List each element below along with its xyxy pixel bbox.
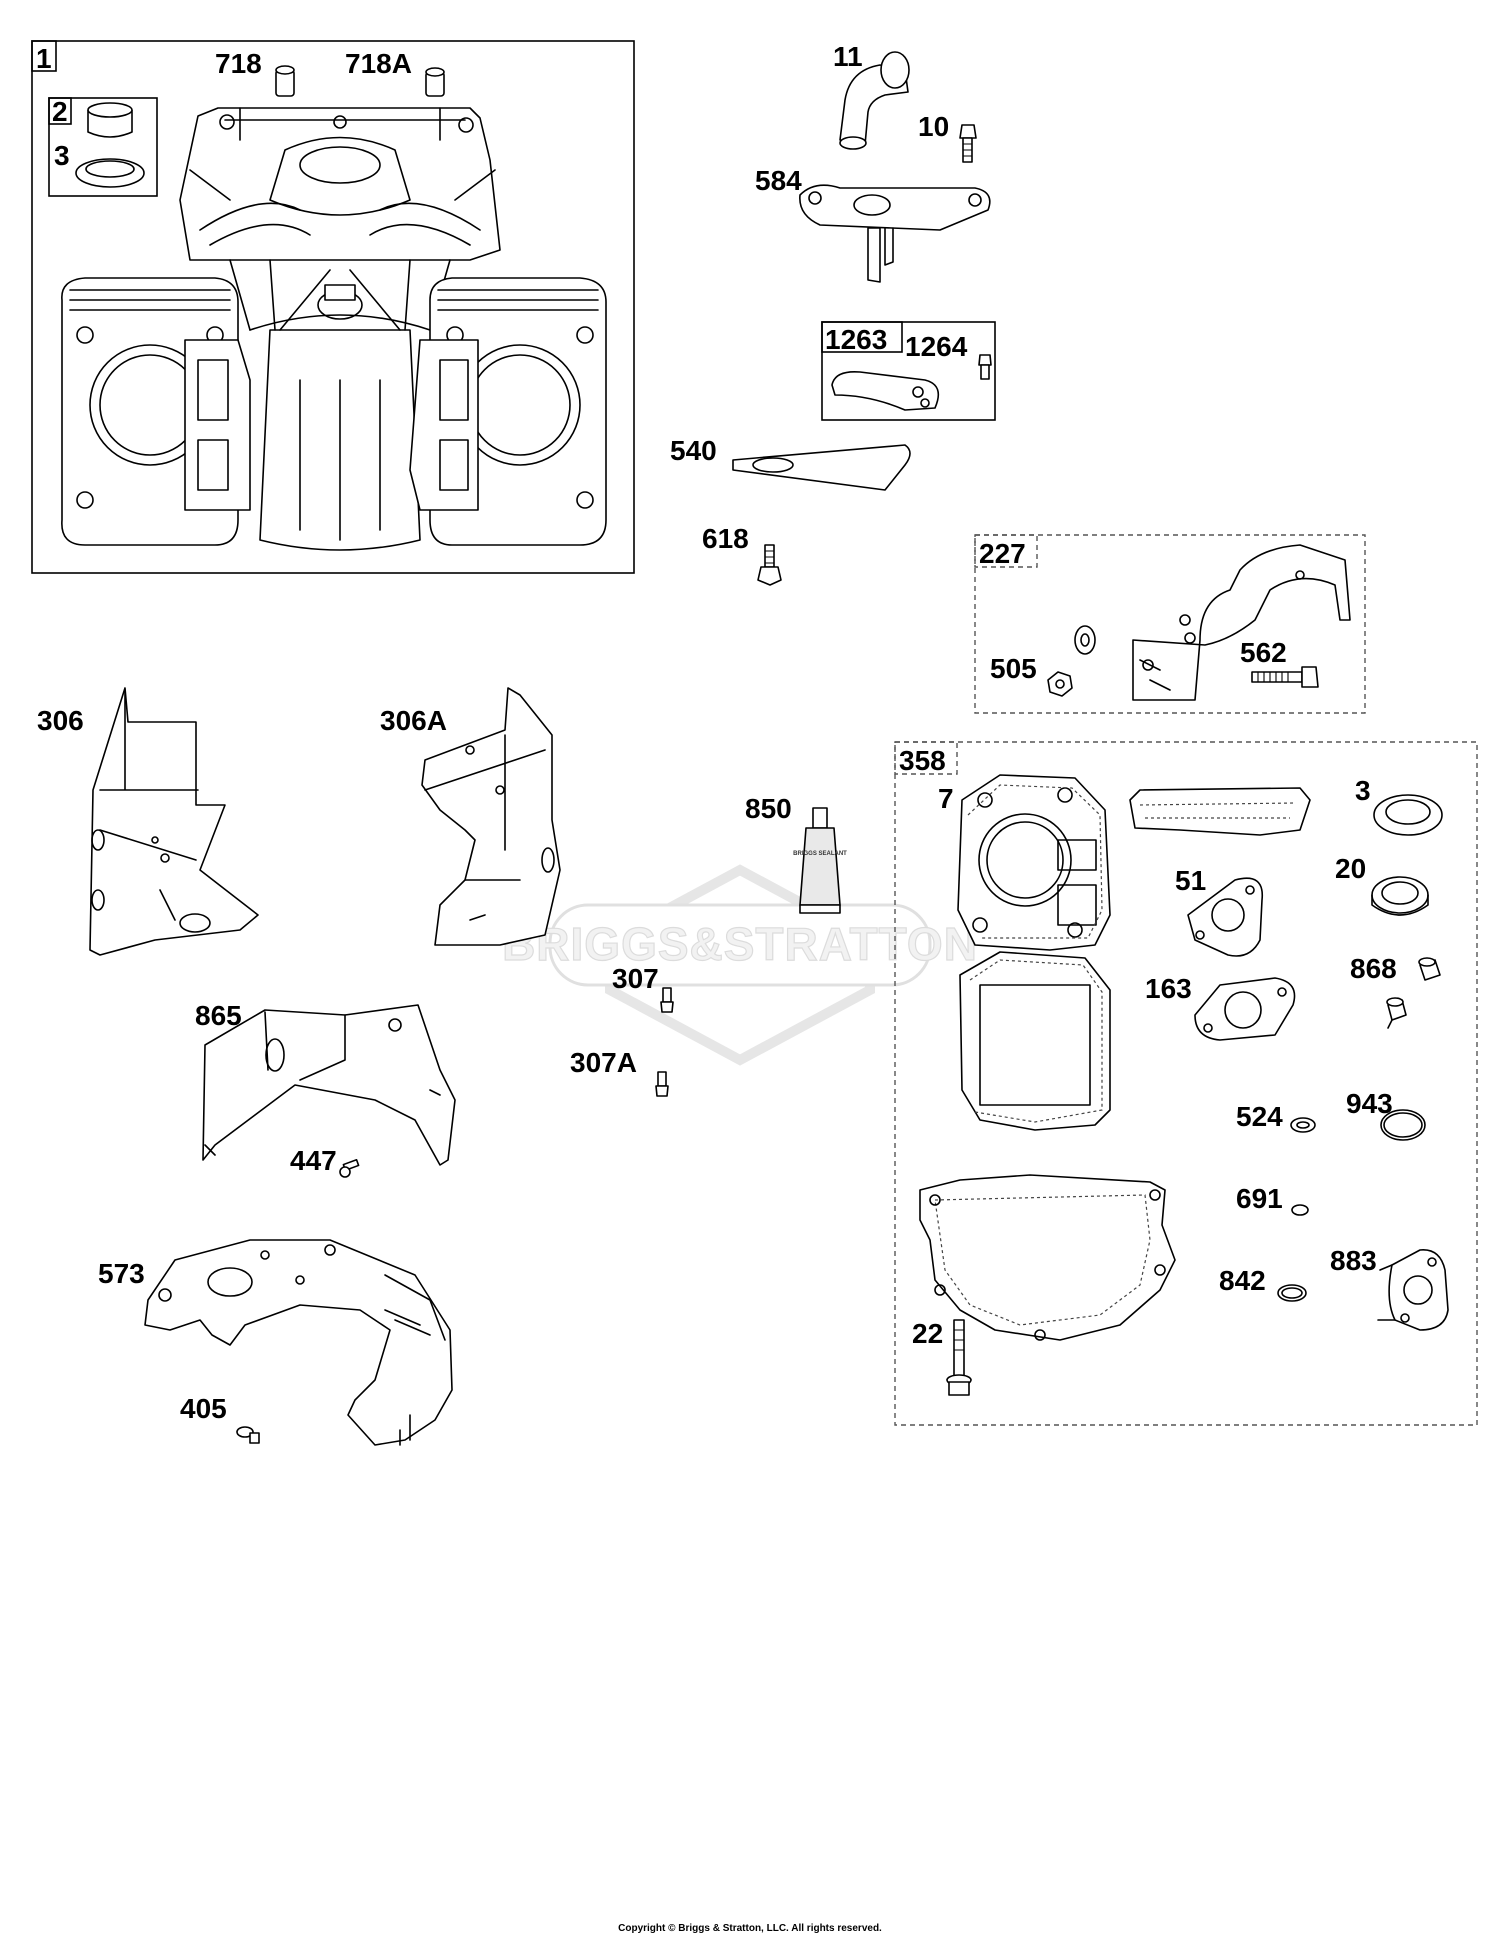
- screw-1264: [978, 354, 992, 380]
- group-1263-breather-valve: 1263 1264: [821, 321, 996, 421]
- callout-20[interactable]: 20: [1335, 853, 1366, 884]
- callout-307A[interactable]: 307A: [570, 1047, 637, 1078]
- callout-2[interactable]: 2: [52, 96, 68, 127]
- intake-gasket-51: [1187, 877, 1264, 957]
- subgroup-2-tag: [48, 97, 72, 125]
- reed-valve-1263: [831, 370, 940, 411]
- air-guide-865: [202, 1004, 456, 1166]
- dowel-pin-718A: [425, 67, 445, 97]
- oil-seal-3: [1373, 794, 1443, 836]
- callout-883[interactable]: 883: [1330, 1245, 1377, 1276]
- callout-10[interactable]: 10: [918, 111, 949, 142]
- callout-358[interactable]: 358: [899, 745, 946, 776]
- copyright-notice: Copyright © Briggs & Stratton, LLC. All …: [618, 1923, 882, 1934]
- group-358-gasket-set: 358 7 3 20: [894, 741, 1478, 1426]
- screw-307: [660, 987, 674, 1013]
- group-227-tag: [974, 534, 1038, 568]
- governor-lever-227: [1132, 544, 1351, 701]
- callout-943[interactable]: 943: [1346, 1088, 1393, 1119]
- carburetor-gasket-163: [1194, 977, 1296, 1041]
- breather-plate-584: [799, 184, 991, 283]
- group-227-border: [974, 534, 1366, 714]
- watermark-text: BRIGGS&STRATTON: [502, 918, 978, 970]
- group-358-tag: [894, 741, 958, 775]
- exhaust-gasket-883: [1377, 1249, 1449, 1331]
- group-1-border: [31, 40, 635, 574]
- gasket-540: [732, 444, 911, 491]
- callout-447[interactable]: 447: [290, 1145, 337, 1176]
- dowel-pin-718: [275, 65, 295, 97]
- callout-306[interactable]: 306: [37, 705, 84, 736]
- head-gasket-7: [957, 774, 1111, 951]
- dowel-bolt-22: [946, 1319, 972, 1396]
- callout-11[interactable]: 11: [833, 41, 863, 72]
- callout-562[interactable]: 562: [1240, 637, 1287, 668]
- cylinder-baffle-306A: [421, 687, 561, 946]
- callout-405[interactable]: 405: [180, 1393, 227, 1424]
- breather-gasket: [1129, 787, 1311, 836]
- valve-cover-gasket: [959, 951, 1111, 1131]
- callout-1[interactable]: 1: [36, 43, 52, 74]
- bolt-562: [1251, 666, 1319, 688]
- callout-865[interactable]: 865: [195, 1000, 242, 1031]
- oil-seal-20: [1371, 876, 1429, 916]
- callout-842[interactable]: 842: [1219, 1265, 1266, 1296]
- oil-seal-3: [75, 158, 145, 188]
- breather-tube-11: [839, 51, 910, 150]
- callout-505[interactable]: 505: [990, 653, 1037, 684]
- callout-3[interactable]: 3: [54, 140, 70, 171]
- callout-1264[interactable]: 1264: [905, 331, 968, 362]
- callout-584[interactable]: 584: [755, 165, 802, 196]
- callout-850[interactable]: 850: [745, 793, 792, 824]
- flywheel-shroud-573: [144, 1239, 453, 1446]
- group-1263-border: [821, 321, 996, 421]
- screw-618: [757, 544, 782, 586]
- screw-405: [236, 1426, 260, 1444]
- callout-540[interactable]: 540: [670, 435, 717, 466]
- callout-618[interactable]: 618: [702, 523, 749, 554]
- washer-691: [1291, 1204, 1309, 1216]
- callout-718[interactable]: 718: [215, 48, 262, 79]
- group-1-tag: [31, 40, 57, 72]
- screw-307A: [655, 1071, 669, 1097]
- callout-163[interactable]: 163: [1145, 973, 1192, 1004]
- bushing-2: [87, 102, 133, 138]
- callout-3-seal[interactable]: 3: [1355, 775, 1371, 806]
- callout-51[interactable]: 51: [1175, 865, 1206, 896]
- callout-22[interactable]: 22: [912, 1318, 943, 1349]
- screw-447: [339, 1158, 360, 1178]
- cylinder-baffle-306: [89, 687, 259, 956]
- group-1263-tag: [821, 321, 903, 353]
- callout-227[interactable]: 227: [979, 538, 1026, 569]
- callout-718A[interactable]: 718A: [345, 48, 412, 79]
- sealant-tube-850: BRIGGS SEALANT: [793, 807, 847, 914]
- sealant-tube-label: BRIGGS SEALANT: [793, 851, 847, 857]
- crankcase-illustration: [61, 107, 607, 551]
- callout-691[interactable]: 691: [1236, 1183, 1283, 1214]
- seal-ring-842: [1277, 1284, 1307, 1302]
- watermark: BRIGGS&STRATTON: [501, 864, 978, 1066]
- screw-10: [959, 124, 977, 163]
- group-1-cylinder-assembly: 1 2 3 718 718A: [31, 40, 635, 574]
- group-227-governor: 227 505 562: [974, 534, 1366, 714]
- callout-7[interactable]: 7: [938, 783, 954, 814]
- washer-227: [1074, 625, 1096, 655]
- nut-505: [1047, 671, 1073, 697]
- callout-307[interactable]: 307: [612, 963, 659, 994]
- seal-ring-524: [1290, 1117, 1316, 1133]
- subgroup-2-3-border: [48, 97, 158, 197]
- callout-524[interactable]: 524: [1236, 1101, 1283, 1132]
- callout-1263[interactable]: 1263: [825, 324, 887, 355]
- o-ring-943: [1380, 1109, 1426, 1141]
- callout-573[interactable]: 573: [98, 1258, 145, 1289]
- callout-868[interactable]: 868: [1350, 953, 1397, 984]
- callout-306A[interactable]: 306A: [380, 705, 447, 736]
- group-358-border: [894, 741, 1478, 1426]
- valve-seal-868: [1386, 957, 1441, 1029]
- oil-pan-gasket: [919, 1174, 1176, 1341]
